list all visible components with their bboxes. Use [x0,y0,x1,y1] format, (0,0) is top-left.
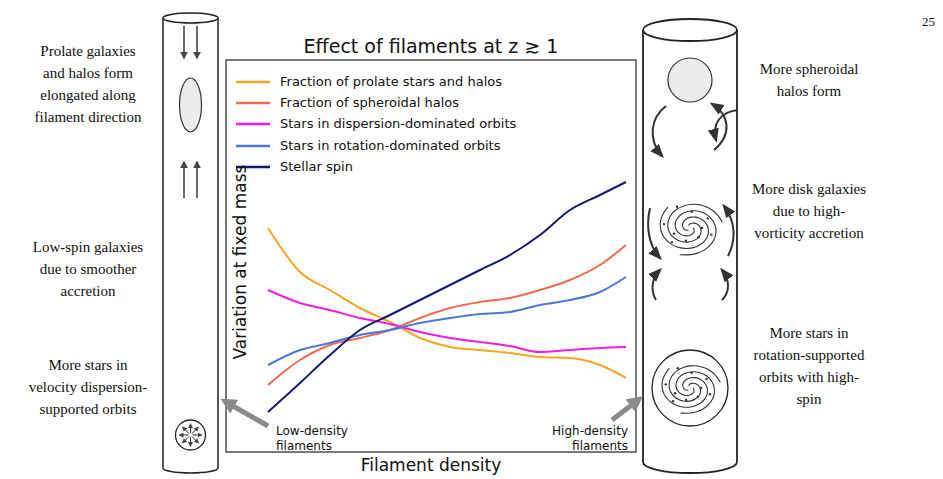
annotation: More spheroidal halos form [748,58,870,102]
trend-curve [268,228,626,378]
arrow-label: High-density filaments [548,424,628,454]
arrow-label: Low-density filaments [276,424,356,454]
trend-curve [268,245,626,385]
legend-swatch [236,145,270,148]
legend-text: Fraction of prolate stars and halos [280,73,502,91]
trend-curve [268,277,626,365]
legend-swatch [236,123,270,126]
high-spin-galaxy [662,366,720,414]
annotation: Prolate galaxies and halos form elongate… [28,40,148,128]
legend-swatch [236,102,270,105]
legend-text: Stellar spin [280,158,353,176]
axis-label: Filament density [331,455,531,476]
page-number: 25 [905,14,935,30]
legend-text: Stars in dispersion-dominated orbits [280,115,516,133]
annotation: More stars in rotation-supported orbits … [748,322,870,410]
high-density-filament [643,19,737,473]
vorticity-arrows [648,104,738,300]
chart-title: Effect of filaments at z ≳ 1 [226,34,636,58]
legend-text: Fraction of spheroidal halos [280,94,459,112]
annotation: Low-spin galaxies due to smoother accret… [28,236,148,302]
legend-swatch [236,81,270,84]
legend-text: Stars in rotation-dominated orbits [280,137,500,155]
annotation: More stars in velocity dispersion-suppor… [28,354,148,420]
dispersion-symbol [176,420,206,450]
prolate-galaxy [180,78,202,132]
spheroidal-halo [668,58,712,102]
plot-frame [226,60,636,452]
disk-galaxy [660,204,722,255]
axis-label: Variation at fixed mass [230,170,251,360]
annotation: More disk galaxies due to high-vorticity… [748,178,870,244]
trend-curve [268,182,626,412]
trend-curves [268,182,626,412]
legend-swatch [236,166,270,169]
pointer-arrows [226,400,638,426]
low-density-filament [163,13,218,473]
rotation-disk-frame [652,350,728,426]
